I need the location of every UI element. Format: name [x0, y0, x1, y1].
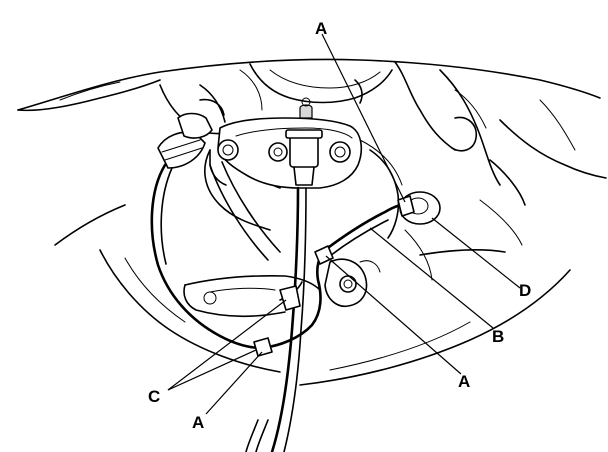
callout-a-right: A — [458, 372, 470, 391]
callout-b: B — [492, 327, 504, 346]
callout-labels: A D B A C A — [148, 19, 531, 432]
callout-a-bottom: A — [192, 413, 204, 432]
bracket-arm — [209, 161, 307, 452]
callout-a-top: A — [315, 19, 327, 38]
callout-d: D — [519, 281, 531, 300]
leader-lines — [167, 33, 521, 415]
wire-harness — [150, 112, 412, 357]
sensor-mount-bracket — [209, 97, 363, 189]
grommet-d — [397, 191, 441, 225]
callout-c: C — [148, 387, 160, 406]
clip-a-right — [314, 245, 334, 265]
